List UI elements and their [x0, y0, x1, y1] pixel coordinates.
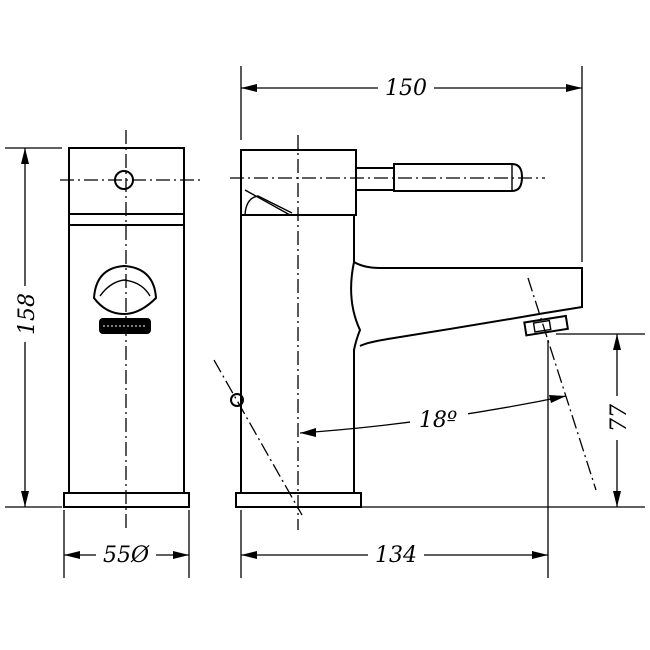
dim-18-arrow-left [300, 428, 316, 437]
side-view [213, 135, 597, 530]
angle-reference-line [213, 359, 303, 516]
dim-18-label: 18º [419, 408, 457, 433]
spout-axis-line [527, 277, 597, 491]
dim-158-label: 158 [15, 293, 40, 335]
dimensions: 150 158 55Ø 134 77 [5, 66, 645, 578]
dim-77-arrow-bottom [613, 491, 621, 507]
dim-18-arrow-right [549, 395, 566, 403]
dim-77-arrow-top [613, 334, 621, 350]
dim-134-label: 134 [375, 543, 417, 568]
side-spout-aerator [523, 314, 569, 337]
side-handle-slope [244, 189, 291, 216]
dim-150-arrow-right [566, 84, 582, 92]
side-mounting-nut [230, 393, 244, 407]
dim-150-arrow-left [241, 84, 257, 92]
dim-158-arrow-bottom [21, 491, 29, 507]
side-body-right [350, 215, 362, 493]
dim-55-label: 55Ø [103, 543, 150, 568]
side-lever-stem [355, 167, 395, 191]
front-spout-outlet [92, 264, 158, 316]
dim-158-arrow-top [21, 148, 29, 164]
side-handle-shadow [244, 195, 293, 216]
dim-134-arrow-left [241, 551, 257, 559]
dim-134-arrow-right [532, 551, 548, 559]
dim-55-arrow-right [173, 551, 189, 559]
dim-150-label: 150 [385, 76, 427, 101]
dim-77-label: 77 [607, 404, 632, 432]
dim-55-arrow-left [64, 551, 80, 559]
side-spout [353, 261, 583, 347]
front-view [60, 130, 200, 530]
front-spout-inner [99, 279, 151, 297]
side-lever-grip [393, 163, 524, 192]
